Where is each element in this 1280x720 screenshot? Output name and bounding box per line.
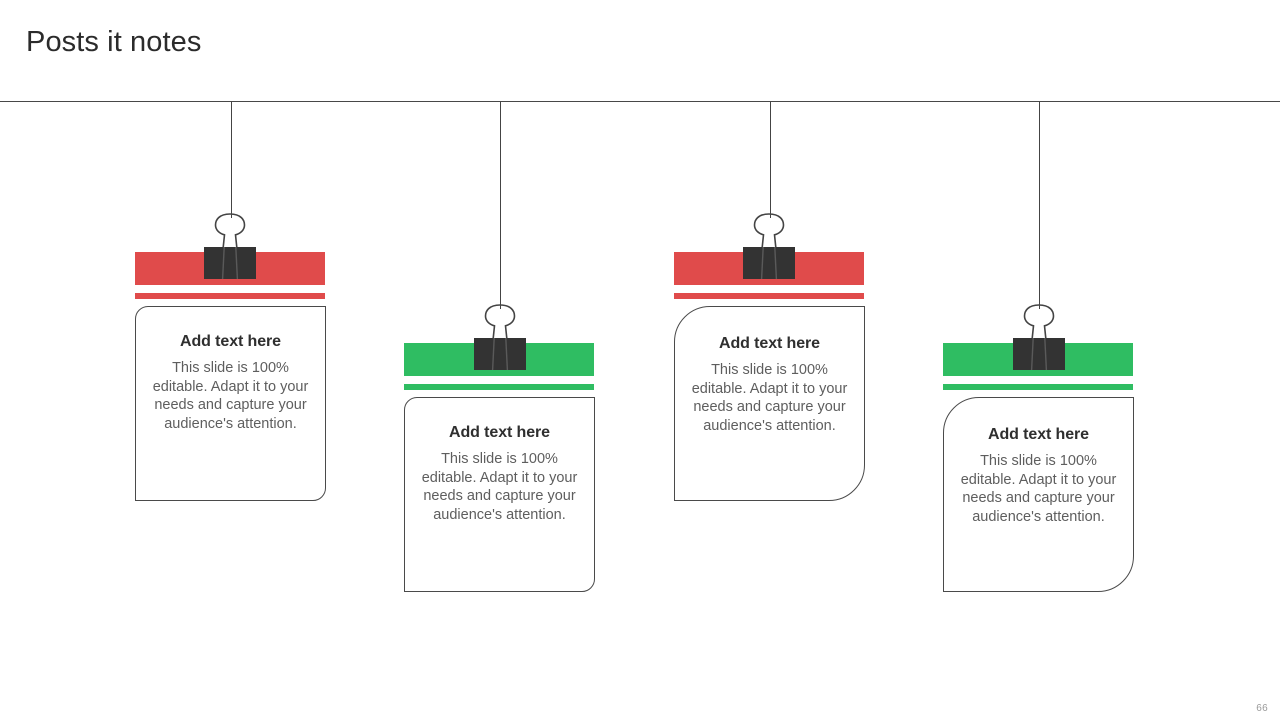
note-heading: Add text here [988, 426, 1089, 443]
note-body-text: This slide is 100% editable. Adapt it to… [960, 453, 1117, 526]
hanging-string-icon [231, 101, 232, 218]
binder-clip-icon [200, 206, 260, 280]
note-accent-line [135, 293, 325, 299]
note-accent-line [674, 293, 864, 299]
binder-clip-icon [1009, 297, 1069, 371]
binder-clip-icon [470, 297, 530, 371]
hanging-string-icon [500, 101, 501, 309]
note-heading: Add text here [180, 333, 281, 350]
page-title: Posts it notes [26, 26, 202, 58]
note-heading: Add text here [449, 424, 550, 441]
note-accent-line [404, 384, 594, 390]
note-body-text: This slide is 100% editable. Adapt it to… [421, 451, 578, 524]
header-divider [0, 101, 1280, 102]
note-body-text: This slide is 100% editable. Adapt it to… [152, 360, 309, 433]
note-body-text: This slide is 100% editable. Adapt it to… [691, 362, 848, 435]
hanging-string-icon [770, 101, 771, 218]
hanging-string-icon [1039, 101, 1040, 309]
binder-clip-icon [739, 206, 799, 280]
note-accent-line [943, 384, 1133, 390]
note-heading: Add text here [719, 335, 820, 352]
page-number: 66 [1256, 703, 1268, 714]
